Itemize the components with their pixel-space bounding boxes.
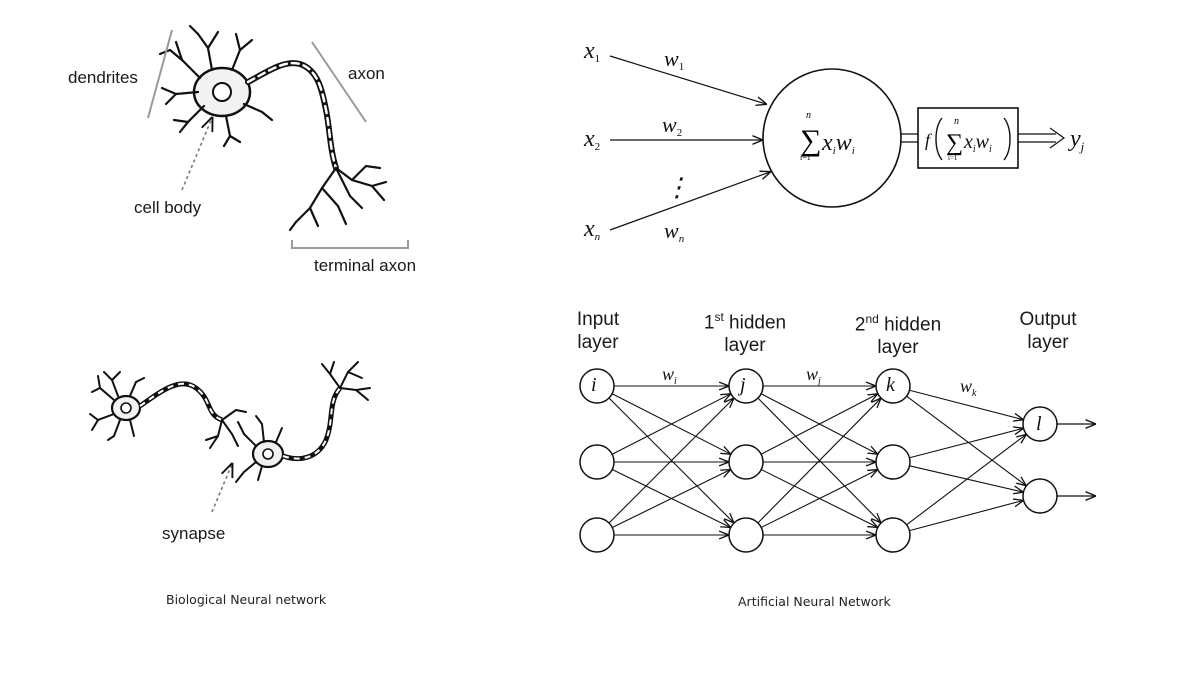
axon-bracket xyxy=(311,41,367,123)
mlp-weight-wk-label: wk xyxy=(960,376,977,399)
svg-text:∑: ∑ xyxy=(946,130,963,156)
input-node xyxy=(579,444,615,480)
neuron-1-axon xyxy=(138,381,224,423)
connection-edge xyxy=(906,435,1026,526)
svg-text:n: n xyxy=(954,116,959,127)
perceptron-diagram: x1 x2 xn w1 w2 wn ⋮ n ∑ i=1 xiwi f n ∑ i… xyxy=(583,38,1085,245)
input-x2-label: x2 xyxy=(583,126,600,153)
svg-text:n: n xyxy=(806,110,811,121)
hidden-layer-2-header: 2nd hidden layer xyxy=(854,312,942,359)
mlp-diagram: wi wj wk i j k l xyxy=(579,364,1095,553)
neuron-2-axon xyxy=(282,386,343,462)
output-node xyxy=(1022,406,1058,442)
summation-formula: n ∑ i=1 xiwi xyxy=(800,110,855,162)
connection-edge xyxy=(906,395,1026,485)
connection-edge xyxy=(611,394,730,455)
terminal-axon-bracket xyxy=(291,240,409,249)
hidden-layer-1-header: 1st hidden layer xyxy=(703,310,787,357)
dendrites-bracket xyxy=(147,29,173,119)
neuron-2-terminals xyxy=(321,361,371,401)
connection-edge xyxy=(909,429,1022,459)
output-arrow xyxy=(1018,127,1066,149)
node-k-label: k xyxy=(886,374,896,396)
input-x1-label: x1 xyxy=(583,38,600,65)
hidden-2-node xyxy=(875,444,911,480)
inputs-ellipsis: ⋮ xyxy=(664,173,690,202)
connection-edge xyxy=(608,399,733,524)
svg-text:i=1: i=1 xyxy=(948,154,958,162)
hidden-1-node xyxy=(728,368,764,404)
node-j-label: j xyxy=(737,374,746,396)
hidden-1-node xyxy=(728,517,764,553)
mlp-weight-wj-label: wj xyxy=(806,364,821,387)
neuron-network-illustration xyxy=(89,361,371,513)
neuron-1-dendrites xyxy=(89,371,145,441)
output-yj-label: yj xyxy=(1068,126,1085,154)
neuron-1-nucleus xyxy=(120,402,132,414)
neuron-illustration xyxy=(147,24,409,249)
terminal-axon-label: terminal axon xyxy=(314,256,417,275)
input-node xyxy=(579,517,615,553)
mlp-nodes xyxy=(579,368,1058,553)
weight-w1-label: w1 xyxy=(664,46,684,73)
cell-body-label: cell body xyxy=(134,198,202,217)
node-i-label: i xyxy=(591,374,597,396)
biological-caption: Biological Neural network xyxy=(166,592,327,607)
svg-text:f: f xyxy=(925,130,933,150)
dendrites-label: dendrites xyxy=(68,68,138,87)
input-xn-label: xn xyxy=(583,216,601,243)
connection-edge xyxy=(909,501,1022,532)
weight-w2-label: w2 xyxy=(662,112,682,139)
mlp-connections xyxy=(608,386,1095,535)
input-1-arrow xyxy=(609,55,766,104)
weight-wn-label: wn xyxy=(664,218,685,245)
svg-text:xiwi: xiwi xyxy=(821,130,855,157)
connection-edge xyxy=(612,470,730,529)
hidden-2-node xyxy=(875,517,911,553)
activation-formula: f n ∑ i=1 xiwi xyxy=(925,116,1011,162)
input-node xyxy=(579,368,615,404)
svg-text:xiwi: xiwi xyxy=(963,131,992,155)
mlp-weight-wi-label: wi xyxy=(662,364,677,387)
axon-label: axon xyxy=(348,64,385,83)
connection-edge xyxy=(909,389,1022,419)
cell-body-pointer xyxy=(181,118,212,191)
terminal-axon-shape xyxy=(288,164,388,232)
synapse-terminals xyxy=(205,408,247,449)
svg-text:∑: ∑ xyxy=(800,124,821,157)
connection-edge xyxy=(757,399,880,524)
connection-edge xyxy=(760,470,877,528)
connection-edge xyxy=(760,394,877,455)
node-l-label: l xyxy=(1036,413,1042,435)
neuron-2-nucleus xyxy=(262,448,274,460)
input-n-arrow xyxy=(609,172,770,231)
svg-text:i=1: i=1 xyxy=(800,153,811,162)
activation-box xyxy=(917,107,1019,169)
ann-caption: Artificial Neural Network xyxy=(738,594,891,609)
synapse-label: synapse xyxy=(162,524,226,543)
output-node xyxy=(1022,478,1058,514)
neuron-2-dendrites xyxy=(235,415,283,483)
hidden-2-node xyxy=(875,368,911,404)
dendrites-shape xyxy=(158,24,274,148)
summation-node xyxy=(762,68,902,208)
synapse-pointer xyxy=(211,464,232,513)
hidden-1-node xyxy=(728,444,764,480)
axon-shape xyxy=(245,60,339,171)
nucleus-shape xyxy=(212,82,232,102)
connection-edge xyxy=(909,465,1023,492)
